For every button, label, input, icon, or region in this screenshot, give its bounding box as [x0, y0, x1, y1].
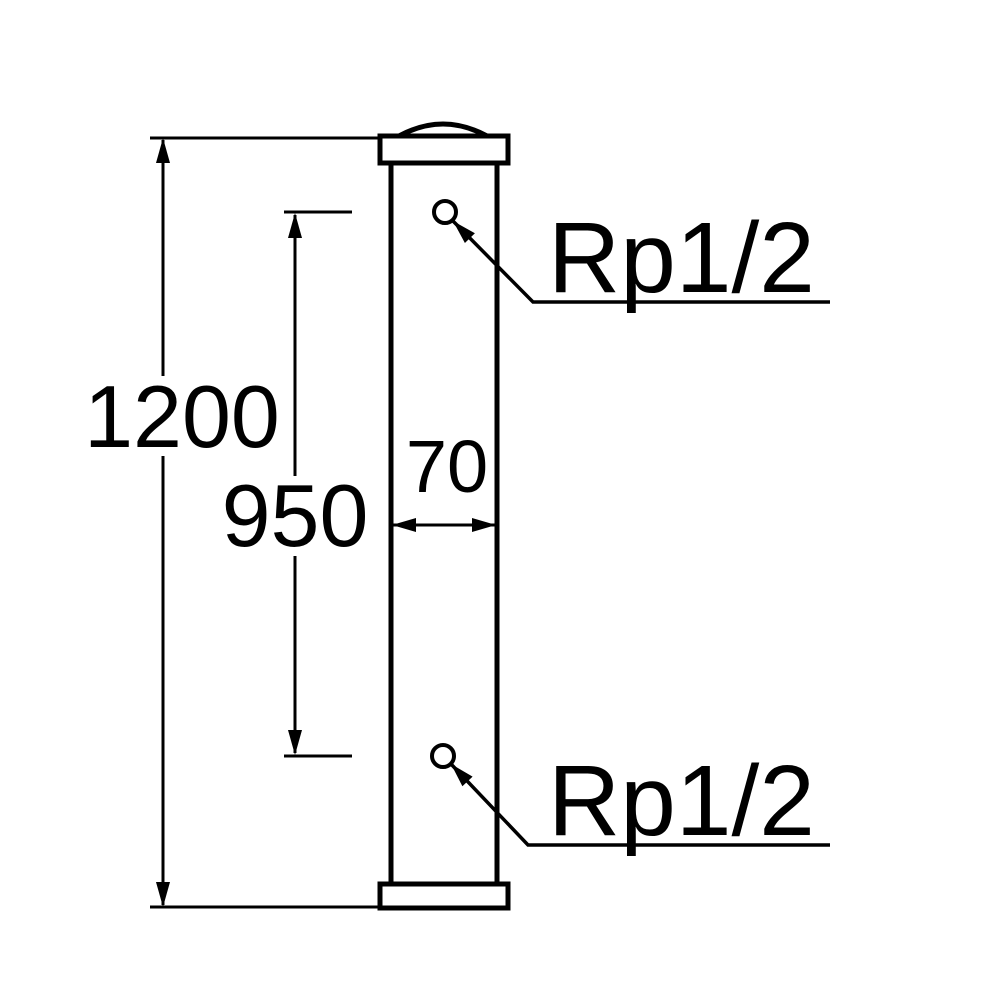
top-port-leader-arrow	[453, 221, 475, 243]
top-port-hole	[432, 199, 458, 225]
column-cap-dome	[397, 121, 489, 139]
overall-height-label-bg	[82, 376, 282, 456]
bottom-port-label: Rp1/2	[548, 745, 815, 857]
port-spacing-arrow-up	[288, 213, 302, 238]
column-width-label: 70	[406, 425, 488, 508]
overall-height-label: 1200	[84, 367, 280, 466]
port-spacing-arrow-down	[288, 730, 302, 755]
bottom-port-leader-arrow	[451, 764, 473, 787]
port-spacing-label-bg	[212, 476, 378, 556]
overall-height-arrow-down	[156, 882, 170, 907]
column-cap	[377, 133, 511, 166]
column-width-arrow-right	[472, 518, 496, 532]
overall-height-arrow-up	[156, 138, 170, 163]
bottom-port-hole	[430, 743, 456, 769]
top-port-leader-line	[451, 219, 830, 304]
column-base	[377, 881, 511, 911]
top-port-label: Rp1/2	[548, 202, 815, 314]
column-width-arrow-left	[392, 518, 416, 532]
port-spacing-label: 950	[222, 466, 369, 565]
bottom-port-leader-line	[449, 762, 830, 847]
